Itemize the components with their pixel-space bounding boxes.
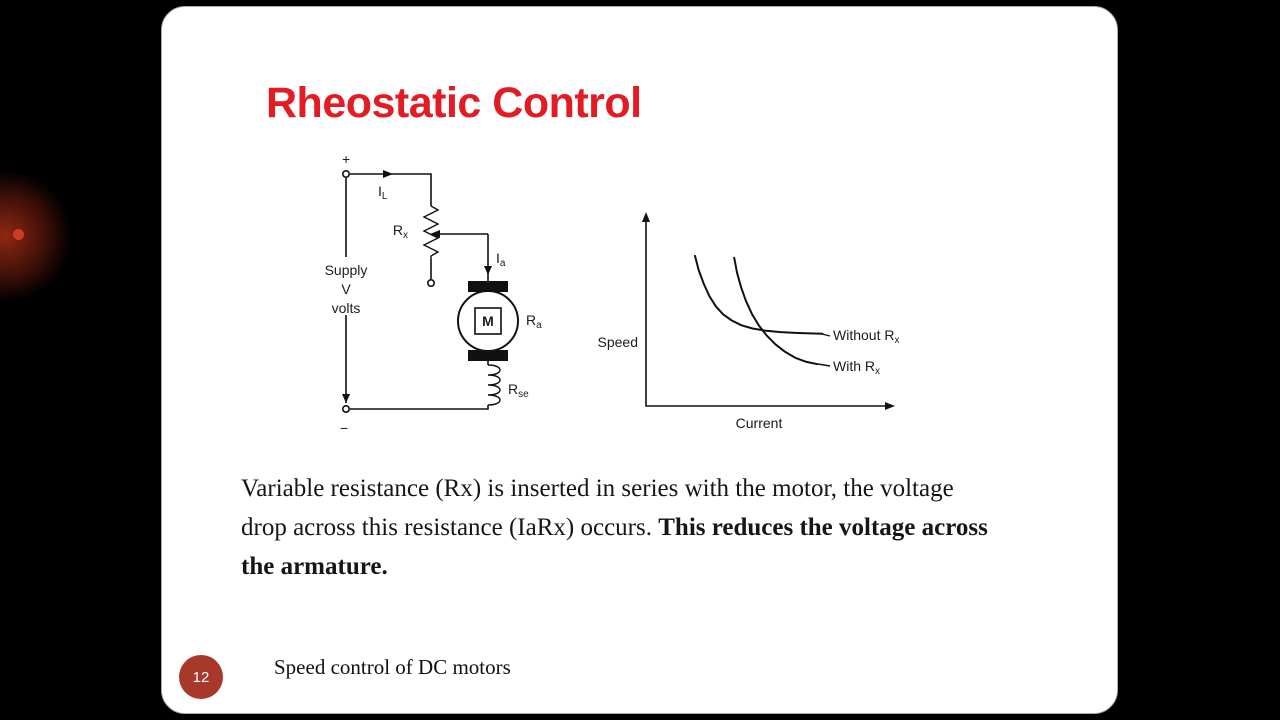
y-axis-arrow-icon: [642, 212, 650, 222]
bottom-wire: [350, 405, 489, 410]
page-number-badge: 12: [179, 655, 223, 699]
without-rx-label: Without Rx: [833, 327, 899, 346]
positive-terminal: [342, 170, 351, 179]
slide: Rheostatic Control + − IL Supply: [161, 6, 1118, 714]
slide-title: Rheostatic Control: [266, 79, 642, 127]
body-text-bold: This reduces the voltage across the arma…: [241, 514, 988, 580]
resistor-rx: [422, 205, 440, 259]
diagram-canvas: + − IL Supply V volts: [325, 151, 900, 436]
curve-without-rx: [694, 254, 824, 335]
motor-brush-top: [468, 281, 508, 292]
current-arrow-ia-icon: [484, 266, 492, 275]
coil-rse: [487, 364, 501, 406]
wiper-arrow-icon: [430, 230, 440, 238]
il-label: IL: [378, 183, 388, 202]
rse-label: Rse: [508, 381, 529, 400]
circuit-diagram: + − IL Supply V volts: [325, 151, 543, 436]
supply-label-line2: V: [341, 281, 351, 297]
ra-label: Ra: [526, 312, 542, 331]
body-text-normal: Variable resistance (Rx) is inserted in …: [241, 475, 954, 541]
motor-m-box: [474, 307, 502, 335]
curve-with-rx: [733, 256, 819, 366]
with-rx-leader: [817, 363, 831, 367]
without-rx-leader: [821, 333, 831, 337]
speed-current-chart: Speed Current Without Rx With Rx: [598, 212, 899, 431]
x-axis-arrow-icon: [885, 402, 895, 410]
motor-label: M: [482, 313, 494, 329]
rx-free-terminal: [426, 278, 435, 287]
rx-label: Rx: [393, 222, 408, 241]
with-rx-label: With Rx: [833, 358, 880, 377]
decorative-dot: [13, 229, 24, 240]
footer-caption: Speed control of DC motors: [274, 655, 511, 679]
supply-label-line3: volts: [332, 300, 361, 316]
x-axis-label: Current: [736, 415, 783, 431]
chart-axes: [645, 220, 887, 407]
supply-label-line1: Supply: [325, 262, 368, 278]
current-arrow-il-icon: [383, 170, 393, 178]
body-paragraph: Variable resistance (Rx) is inserted in …: [241, 469, 999, 586]
plus-label: +: [342, 151, 350, 167]
decorative-glow: [0, 172, 70, 300]
top-wire: [350, 173, 432, 206]
y-axis-label: Speed: [598, 334, 638, 350]
motor-brush-bottom: [468, 350, 508, 361]
page-number: 12: [192, 668, 210, 686]
minus-label: −: [340, 420, 348, 436]
negative-terminal: [342, 404, 351, 413]
ia-label: Ia: [496, 250, 506, 269]
current-arrow-down-icon: [342, 394, 350, 403]
